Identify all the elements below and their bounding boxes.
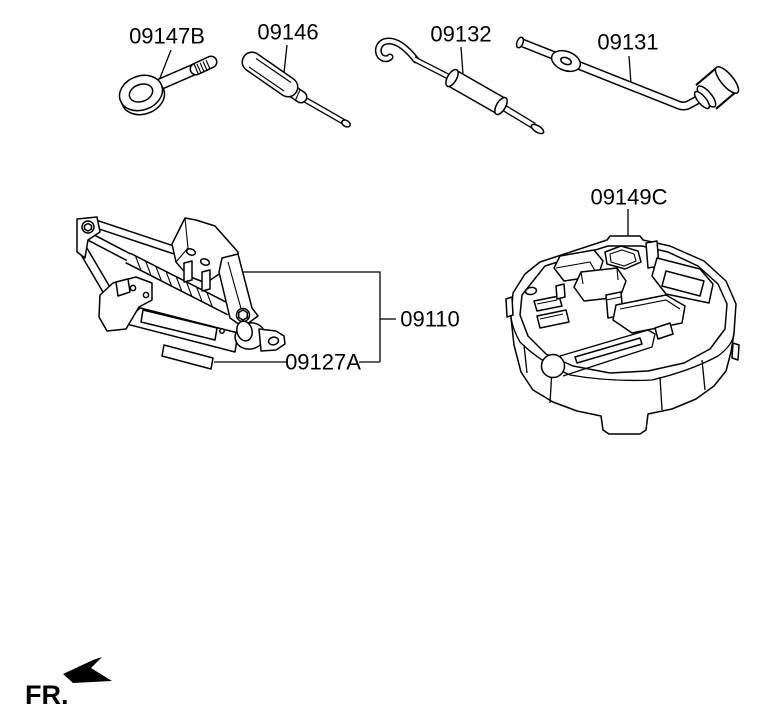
tray-hole bbox=[524, 286, 538, 296]
fr-indicator: FR. bbox=[25, 657, 112, 710]
jack-right-arm bbox=[218, 253, 259, 328]
screwdriver-tip bbox=[341, 119, 351, 128]
fr-label: FR. bbox=[25, 680, 69, 710]
leader-lines bbox=[157, 44, 632, 363]
jack-body-plate bbox=[140, 309, 218, 341]
fr-arrow-icon bbox=[63, 657, 112, 683]
lug-wrench-drawing bbox=[515, 36, 740, 111]
part-label-screwdriver: 09146 bbox=[257, 20, 318, 45]
part-label-jack: 09110 bbox=[400, 307, 460, 332]
screwdriver-drawing bbox=[241, 51, 351, 128]
part-label-lug-wrench: 09131 bbox=[597, 30, 658, 55]
jack-drawing bbox=[76, 216, 286, 353]
part-label-tool-tray: 09149C bbox=[590, 185, 667, 210]
sticker-drawing bbox=[161, 344, 214, 370]
part-labels: 09147B 09146 09132 09131 09149C 09110 09… bbox=[129, 20, 668, 375]
part-label-sticker: 09127A bbox=[285, 350, 361, 375]
tray-drawing bbox=[505, 235, 740, 435]
hook-rod-drawing bbox=[374, 37, 545, 135]
bracket-jack bbox=[240, 271, 381, 362]
eye-bolt-drawing bbox=[118, 55, 218, 116]
tray-round-pocket bbox=[540, 353, 566, 379]
leader-hook-rod bbox=[460, 46, 464, 75]
part-label-eye-bolt: 09147B bbox=[129, 24, 205, 49]
leader-eye-bolt bbox=[157, 49, 172, 84]
leader-lug-wrench bbox=[628, 55, 632, 85]
part-label-hook-rod: 09132 bbox=[430, 22, 491, 47]
tray-rim-edge bbox=[510, 317, 735, 382]
leader-screwdriver bbox=[283, 44, 288, 74]
